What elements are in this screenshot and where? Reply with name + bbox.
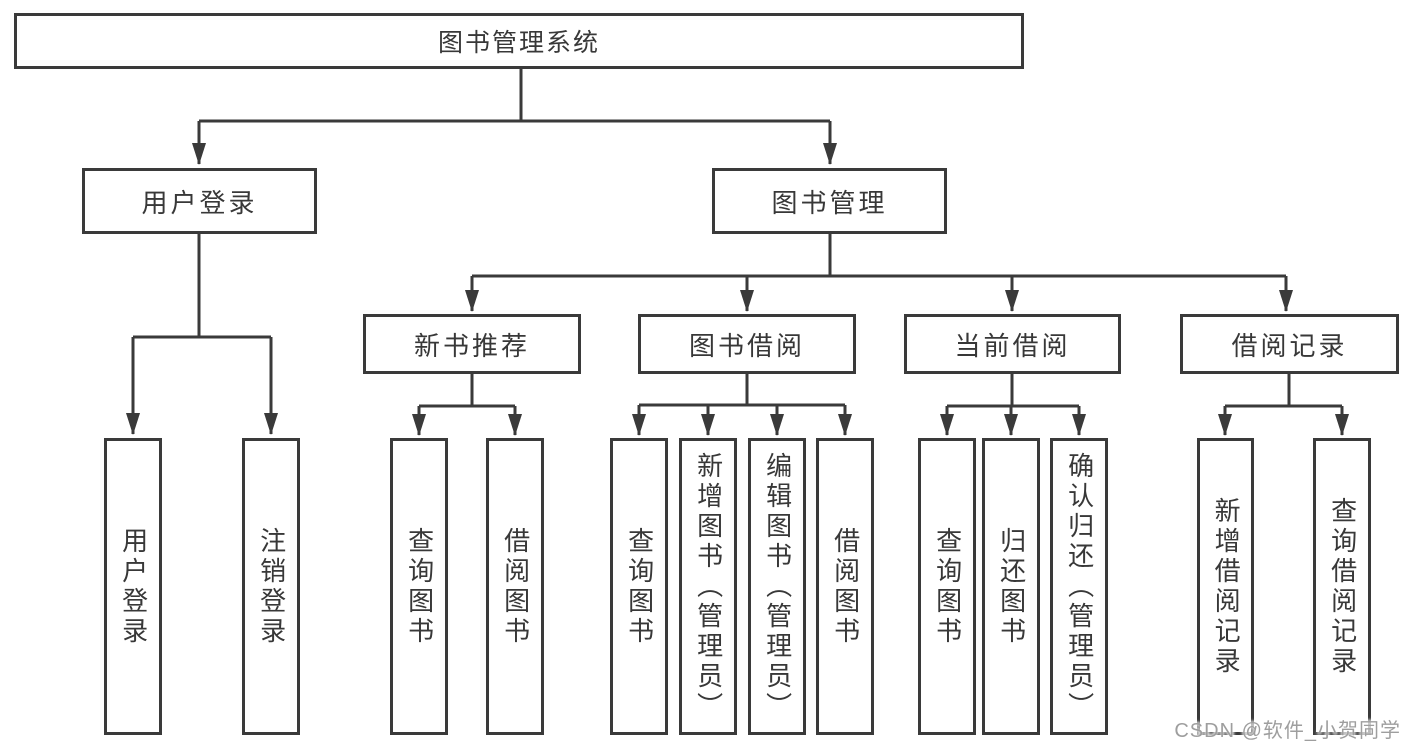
node-book-management: 图书管理 — [712, 168, 947, 234]
leaf-br-add-record: 新增借阅记录 — [1197, 438, 1254, 735]
leaf-br-query-record: 查询借阅记录 — [1313, 438, 1371, 735]
leaf-cb-return-books: 归还图书 — [982, 438, 1040, 735]
csdn-watermark: CSDN @软件_小贺同学 — [1174, 720, 1401, 742]
node-root-library-system: 图书管理系统 — [14, 13, 1024, 69]
leaf-bb-add-books-admin: 新增图书（管理员） — [679, 438, 737, 735]
leaf-bb-edit-books-admin: 编辑图书（管理员） — [748, 438, 806, 735]
leaf-nb-query-books: 查询图书 — [390, 438, 448, 735]
leaf-cb-query-books: 查询图书 — [918, 438, 976, 735]
node-current-borrowing: 当前借阅 — [904, 314, 1121, 374]
node-new-book-recommend: 新书推荐 — [363, 314, 581, 374]
leaf-logout: 注销登录 — [242, 438, 300, 735]
leaf-user-login: 用户登录 — [104, 438, 162, 735]
leaf-bb-query-books: 查询图书 — [610, 438, 668, 735]
node-borrowing-records: 借阅记录 — [1180, 314, 1399, 374]
leaf-nb-borrow-books: 借阅图书 — [486, 438, 544, 735]
leaf-bb-borrow-books: 借阅图书 — [816, 438, 874, 735]
node-book-borrowing: 图书借阅 — [638, 314, 856, 374]
node-user-login: 用户登录 — [82, 168, 317, 234]
leaf-cb-confirm-return-admin: 确认归还（管理员） — [1050, 438, 1108, 735]
